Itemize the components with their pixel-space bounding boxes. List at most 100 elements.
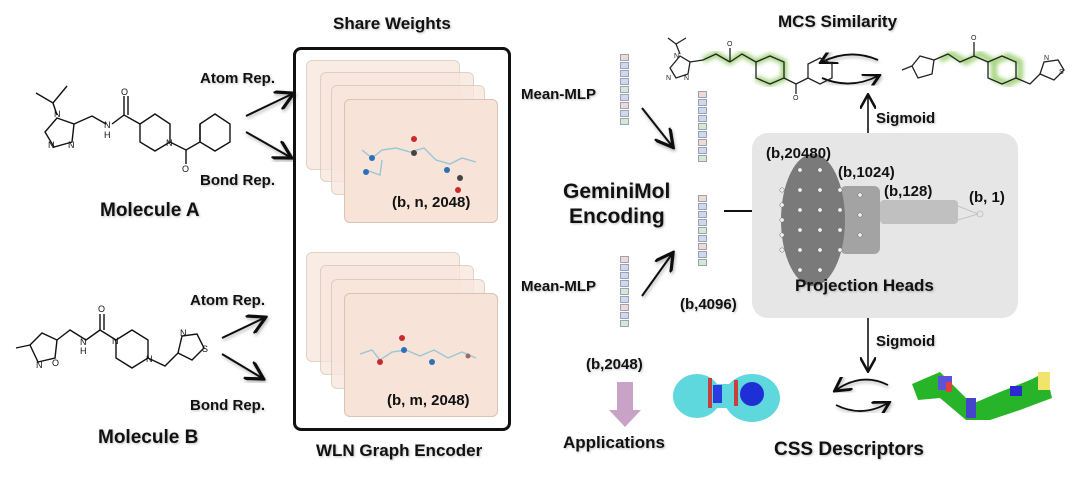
svg-text:O: O (971, 35, 977, 42)
vector-cell (620, 312, 629, 319)
svg-text:N: N (80, 337, 87, 347)
css-descriptors-label: CSS Descriptors (774, 439, 924, 460)
vector-cell (620, 94, 629, 101)
vector-cell (698, 123, 707, 130)
arrow-bond-rep-a (245, 131, 290, 157)
applications-label: Applications (563, 433, 666, 452)
arrow-atom-rep-b (221, 318, 264, 339)
arrow-atom-rep-a (245, 94, 292, 117)
vector-cell (698, 155, 707, 162)
vector-cell (698, 115, 707, 122)
vector-cell (698, 107, 707, 114)
bond-rep-label-b: Bond Rep. (190, 397, 265, 414)
vector-cell (698, 219, 707, 226)
vector-cell (620, 320, 629, 327)
svg-text:S: S (202, 344, 208, 354)
applications-arrow (609, 382, 641, 427)
svg-text:N: N (166, 138, 173, 148)
svg-text:O: O (121, 87, 128, 97)
vector-cell (620, 272, 629, 279)
svg-text:H: H (80, 346, 87, 356)
svg-text:H: H (104, 130, 111, 140)
svg-text:N: N (180, 328, 187, 338)
svg-text:O: O (793, 95, 799, 102)
vector-cell (620, 118, 629, 125)
vector-cell (620, 256, 629, 263)
geminimol-encoding-line2: Encoding (569, 205, 665, 228)
vector-concat-bottom (698, 195, 707, 267)
vector-cell (620, 86, 629, 93)
svg-text:O: O (52, 358, 59, 368)
vector-cell (620, 296, 629, 303)
mean-mlp-label-a: Mean-MLP (521, 86, 596, 103)
vector-cell (620, 110, 629, 117)
vector-cell (620, 304, 629, 311)
geminimol-encoding-line1: GeminiMol (563, 180, 671, 203)
layer-size-1024: (b,1024) (838, 164, 895, 181)
vector-cell (698, 91, 707, 98)
svg-text:N: N (36, 360, 43, 370)
mcs-similarity-title: MCS Similarity (778, 12, 898, 31)
vector-molecule-b (620, 256, 629, 328)
wln-graph-encoder-box (293, 47, 511, 431)
vector-cell (698, 139, 707, 146)
exchange-arrow-css-top (836, 380, 889, 390)
arrow-to-concat-top (641, 107, 672, 146)
vector-cell (698, 195, 707, 202)
vector-cell (620, 288, 629, 295)
sigmoid-label-bottom: Sigmoid (876, 333, 936, 350)
vector-cell (620, 62, 629, 69)
mean-mlp-label-b: Mean-MLP (521, 278, 596, 295)
molecule-graph-overlays (359, 136, 477, 365)
layer-size-1: (b, 1) (969, 189, 1005, 206)
vector-cell (698, 203, 707, 210)
wln-graph-encoder-label: WLN Graph Encoder (316, 441, 483, 460)
atom-rep-label-b: Atom Rep. (190, 292, 265, 309)
share-weights-title: Share Weights (333, 14, 451, 33)
svg-text:N: N (666, 75, 671, 82)
svg-text:N: N (146, 354, 153, 364)
atom-rep-label-a: Atom Rep. (200, 70, 275, 87)
shape-label-a: (b, n, 2048) (392, 194, 471, 211)
vector-cell (620, 70, 629, 77)
sigmoid-label-top: Sigmoid (876, 110, 936, 127)
layer-size-128: (b,128) (884, 183, 933, 200)
vector-cell (698, 147, 707, 154)
vector-cell (620, 264, 629, 271)
vector-cell (620, 54, 629, 61)
projection-heads-title: Projection Heads (795, 276, 934, 295)
arrow-to-concat-bottom (641, 254, 672, 297)
vector-cell (620, 102, 629, 109)
svg-text:N: N (112, 336, 119, 346)
vector-cell (698, 259, 707, 266)
svg-text:O: O (98, 304, 105, 314)
molecule-a-label: Molecule A (100, 200, 200, 221)
vector-cell (698, 251, 707, 258)
vector-cell (698, 131, 707, 138)
svg-text:N: N (674, 53, 679, 60)
exchange-arrow-css-bottom (835, 403, 888, 411)
vector-cell (620, 78, 629, 85)
svg-text:N: N (68, 140, 75, 150)
arrow-bond-rep-b (221, 353, 262, 378)
vector-molecule-a (620, 54, 629, 126)
vector-cell (620, 280, 629, 287)
bond-rep-label-a: Bond Rep. (200, 172, 275, 189)
shape-label-2048: (b,2048) (586, 356, 643, 373)
exchange-arrow-mcs-top (822, 54, 879, 62)
layer-size-20480: (b,20480) (766, 145, 832, 162)
vector-cell (698, 243, 707, 250)
vector-cell (698, 235, 707, 242)
vector-cell (698, 211, 707, 218)
exchange-arrow-mcs-bottom (821, 76, 878, 84)
svg-text:N: N (1044, 55, 1049, 62)
vector-cell (698, 227, 707, 234)
molecule-b-label: Molecule B (98, 427, 199, 448)
svg-text:N: N (54, 109, 61, 119)
